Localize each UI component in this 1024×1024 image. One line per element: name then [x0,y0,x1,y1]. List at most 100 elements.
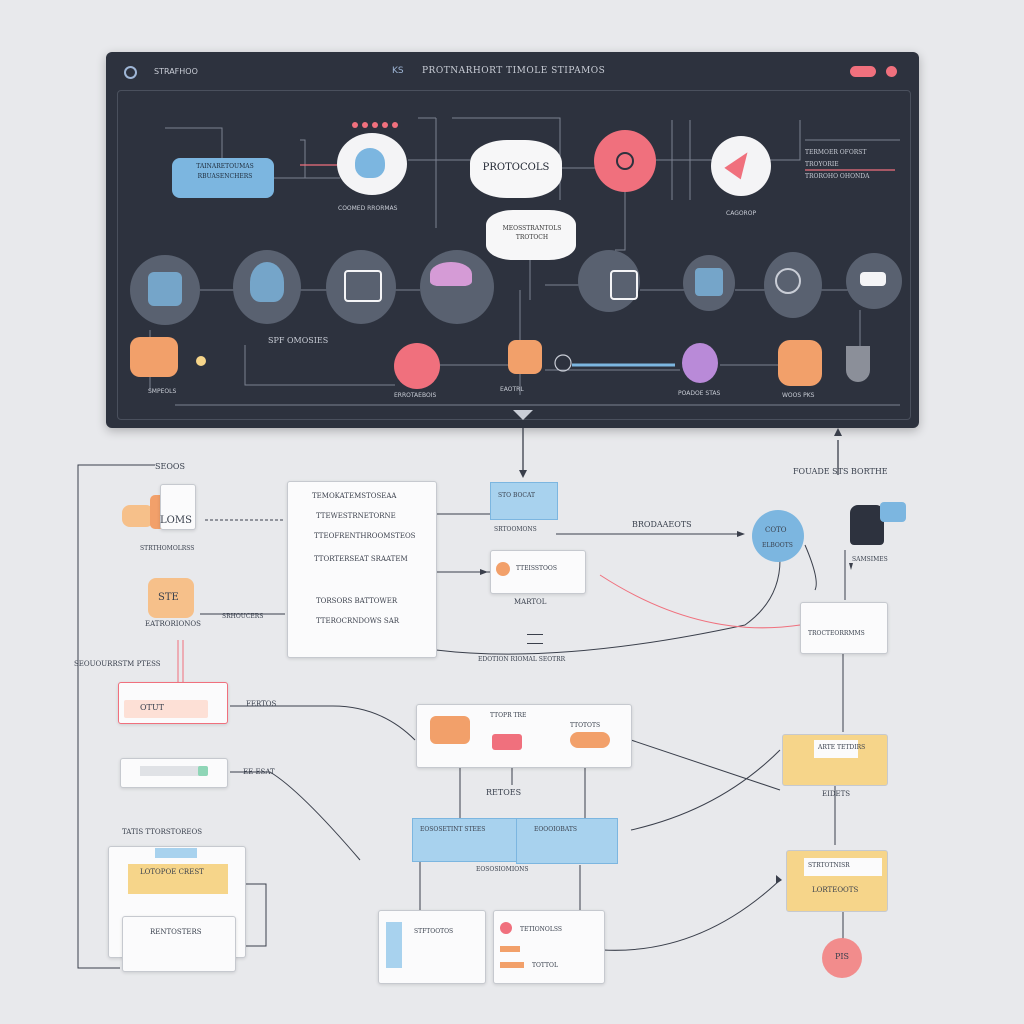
otut-side-label: FERTOS [246,700,277,708]
lock-icon [610,270,638,300]
tottol-label: TOTTOL [532,962,558,969]
shield-icon [355,148,385,178]
home-icon [695,268,723,296]
eidets-label: EIDETS [822,790,851,798]
left-mid-caption: TATIS TTORSTOREOS [122,828,203,836]
side-label: BRODAAEOTS [632,520,692,529]
protocols-node[interactable] [470,140,562,198]
stftootos-label: STFTOOTOS [414,928,454,935]
stobocat-label: STO BOCAT [498,492,535,499]
compass-node[interactable] [711,136,771,196]
pink-status-node[interactable] [394,343,440,389]
rentosters-card[interactable] [122,916,236,972]
hook-icon [846,346,870,382]
pink-toggle-button[interactable] [850,66,876,77]
ste-node[interactable] [148,578,194,618]
ttopr-label: TTOPR TRE [490,712,527,719]
tetionolss-label: TETIONOLSS [520,926,562,933]
ste-label: STE [158,592,179,603]
device-node[interactable] [326,250,396,324]
back-label[interactable]: KS [392,66,404,76]
orange-dot-icon [496,562,510,576]
coto-label: COTO [765,526,787,534]
person-icon[interactable] [778,340,822,386]
orange-bar-icon-2 [500,962,524,968]
user-icon [250,262,284,302]
gear-icon [616,152,634,170]
steps-panel[interactable] [287,481,437,658]
lotopoe-tab [155,848,197,858]
doc-icon [386,922,402,968]
device-icon [344,270,382,302]
right-note: TERMOER OFORST TROYORIE TROROHO OHONDA [805,149,870,180]
hand-icon [430,716,470,744]
server-icon [148,272,182,306]
bottom-label-3: EAOTRL [500,386,524,393]
app-logo-icon [124,66,137,79]
blue-left-label: EOSOSETINT STEES [420,826,486,833]
purple-node[interactable] [682,343,718,383]
trocteorrmms-label: TROCTEORRMMS [808,630,865,637]
menu-label[interactable]: STRAFHOO [154,67,198,76]
tteisstoos-label: TTEISSTOOS [516,565,557,572]
steps-row-4[interactable]: TTORTERSEAT SRAATEM [314,555,408,563]
tag-pill[interactable] [172,158,274,198]
steps-row-2[interactable]: TTEWESTRNETORNE [316,512,396,520]
bottom-label-5: WOOS PKS [782,392,815,399]
steps-row-1[interactable]: TEMOKATEMSTOSEAA [312,492,397,500]
blue-card-right[interactable] [516,818,618,864]
blue-flag-icon [880,502,906,522]
left-caption: SEOUOURRSTM PTESS [74,660,161,668]
ee-esat-label: EE ESAT [243,768,275,776]
person-avatar-icon [850,505,884,545]
stobocat-caption: SRTOOMONS [494,526,537,533]
cloud-icon [570,732,610,748]
ee-esat-bar [140,766,200,776]
rentosters-label: RENTOSTERS [150,928,202,936]
pis-circle[interactable] [822,938,862,978]
loms-node[interactable] [160,484,196,530]
coto-bubble[interactable] [752,510,804,562]
window-title: PROTNARHORT TIMOLE STIPAMOS [422,66,606,76]
figure-icon [508,340,542,374]
lotopoe-header-label: LOTOPOE CREST [140,868,204,876]
tag-pill-label: TAINARETOUMAS RBUASENCHERS [196,163,254,180]
lock-node[interactable] [578,250,640,312]
ttopr-right-label: TTOTOTS [570,722,601,729]
loms-label: LOMS [160,515,192,526]
yellow-card-2-inner [804,858,882,876]
hat-icon [430,262,472,286]
diagram-top-left-label: SEOOS [155,462,185,471]
yellow-card-2-label: LORTEOOTS [812,886,859,894]
refresh-icon [775,268,801,294]
orange-shape-icon [122,505,154,527]
steps-row-6[interactable]: TTEROCRNDOWS SAR [316,617,400,625]
menu-icon[interactable] [527,634,543,644]
blue-card-left[interactable] [412,818,518,862]
tteisstoos-sublabel: MARTOL [514,598,547,606]
blue-caption: EOSOSIOMIONS [476,866,529,873]
speech-bubble[interactable] [486,210,576,260]
green-dot-icon [198,766,208,776]
pink-circle-icon [500,922,512,934]
steps-row-5[interactable]: TORSORS BATTOWER [316,597,398,605]
storage-icon[interactable] [130,337,178,377]
loms-sublabel: STRTHOMOLRSS [140,545,195,552]
steps-row-3[interactable]: TTEOFRENTHROOMSTEOS [314,532,416,540]
close-dot-button[interactable] [886,66,897,77]
trocteorrmms-card[interactable] [800,602,888,654]
ste-sublabel: EATRORIONOS [145,620,201,628]
yellow-card-1-label: ARTE TETDIRS [818,744,866,751]
otut-badge [124,700,208,718]
right-node-label: SAMSIMES [852,556,888,563]
right-node-caption: CAGOROP [726,210,757,217]
key-icon [196,356,206,366]
stobocat-box[interactable] [490,482,558,520]
bottom-label-2: ERROTAEBOIS [394,392,437,399]
protocols-label: PROTOCOLS [482,162,550,173]
row-label: SPF OMOSIES [268,336,329,345]
diagram-top-right-label: FOUADE STS BORTHE [793,467,888,476]
yellow-card-1-inner [814,740,858,758]
